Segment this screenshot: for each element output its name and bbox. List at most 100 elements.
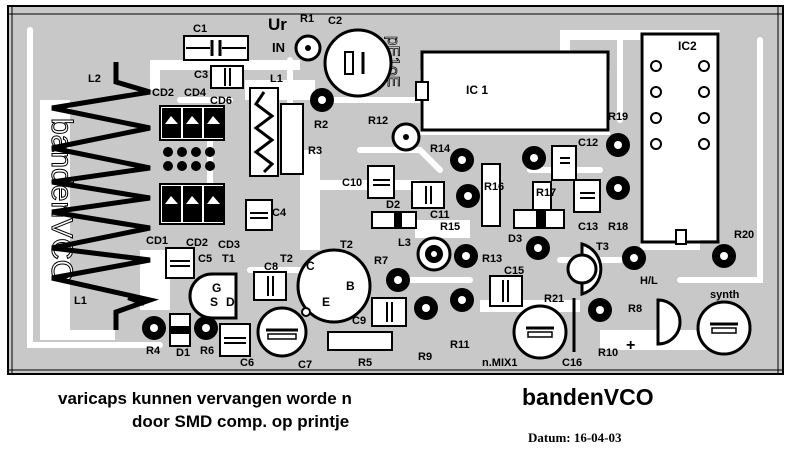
capacitor-c2 bbox=[323, 28, 393, 98]
label-c4: C4 bbox=[272, 207, 287, 219]
ic2 bbox=[640, 32, 720, 245]
label-c7: C7 bbox=[298, 359, 312, 371]
transistor-t2 bbox=[296, 248, 372, 324]
coil-l2 bbox=[51, 62, 160, 330]
label-r6: R6 bbox=[200, 345, 214, 357]
caption-line-2: door SMD comp. op printje bbox=[132, 412, 350, 431]
label-t2: T2 bbox=[340, 239, 353, 251]
label-r10: R10 bbox=[598, 347, 618, 359]
diode-d2 bbox=[371, 211, 417, 229]
resistor-r8 bbox=[656, 298, 682, 346]
label-cd2: CD2 bbox=[186, 237, 208, 249]
label-c5: C5 bbox=[198, 253, 212, 265]
label-d2: D2 bbox=[386, 199, 400, 211]
label-r13: R13 bbox=[482, 253, 502, 265]
label-c15: C15 bbox=[504, 265, 524, 277]
label-c10: C10 bbox=[342, 177, 362, 189]
label-t2b: T2 bbox=[280, 253, 293, 265]
label-r8: R8 bbox=[628, 303, 642, 315]
label-c2: C2 bbox=[328, 15, 342, 27]
label-c13: C13 bbox=[578, 221, 598, 233]
capacitor-c1 bbox=[183, 35, 249, 61]
label-c11: C11 bbox=[430, 209, 450, 221]
varicap-array-top bbox=[159, 105, 225, 141]
label-c3: C3 bbox=[194, 69, 208, 81]
label-ic2: IC2 bbox=[678, 39, 697, 53]
label-c16: C16 bbox=[562, 357, 582, 369]
label-r18: R18 bbox=[608, 221, 628, 233]
label-cd4: CD4 bbox=[184, 87, 207, 99]
capacitor-c7 bbox=[256, 306, 308, 358]
label-r20: R20 bbox=[734, 229, 754, 241]
label-cd2-top: CD2 bbox=[152, 87, 174, 99]
label-e-pin: E bbox=[322, 295, 330, 309]
resistor-r3 bbox=[280, 103, 304, 175]
label-in: IN bbox=[272, 40, 285, 55]
label-r7: R7 bbox=[374, 255, 388, 267]
label-r4: R4 bbox=[146, 345, 161, 357]
capacitor-c4 bbox=[245, 199, 273, 231]
label-d-pin: D bbox=[226, 295, 235, 309]
transistor-t1 bbox=[188, 272, 238, 320]
label-r19: R19 bbox=[608, 111, 628, 123]
capacitor-c10 bbox=[367, 165, 395, 199]
board-title: bandenVCO bbox=[522, 384, 654, 410]
label-hl: H/L bbox=[640, 275, 658, 287]
capacitor-c11 bbox=[411, 181, 445, 209]
capacitor-c13 bbox=[573, 179, 601, 213]
pcb-layout: bandenVCO pE1oE bbox=[7, 5, 784, 375]
label-d3: D3 bbox=[508, 233, 522, 245]
diode-d3 bbox=[513, 209, 565, 229]
capacitor-c9 bbox=[371, 297, 407, 327]
capacitor-c15 bbox=[489, 275, 523, 307]
label-r2: R2 bbox=[314, 119, 328, 131]
label-r9: R9 bbox=[418, 351, 432, 363]
label-c1: C1 bbox=[193, 23, 207, 35]
label-c6: C6 bbox=[240, 357, 254, 369]
label-c-pin: C bbox=[306, 259, 315, 273]
caption-line-1: varicaps kunnen vervangen worde n bbox=[58, 389, 352, 408]
board-date: Datum: 16-04-03 bbox=[528, 430, 622, 445]
connector-synth bbox=[696, 300, 752, 356]
label-cd3: CD3 bbox=[218, 239, 240, 251]
label-l3: L3 bbox=[398, 237, 411, 249]
label-ur: Ur bbox=[268, 15, 287, 34]
label-r3: R3 bbox=[308, 145, 322, 157]
label-l1-top: L1 bbox=[270, 73, 283, 85]
label-l1: L1 bbox=[74, 295, 87, 307]
varicap-array-bottom bbox=[159, 183, 225, 225]
label-c12: C12 bbox=[578, 137, 598, 149]
label-r21: R21 bbox=[544, 293, 564, 305]
label-r11: R11 bbox=[450, 339, 470, 351]
label-r15: R15 bbox=[440, 221, 460, 233]
capacitor-c6 bbox=[219, 323, 251, 357]
label-r17: R17 bbox=[536, 187, 556, 199]
label-t3: T3 bbox=[596, 241, 609, 253]
label-r1: R1 bbox=[300, 13, 314, 25]
inductor-l1 bbox=[249, 87, 279, 177]
label-d1: D1 bbox=[176, 347, 190, 359]
label-t1: T1 bbox=[222, 253, 235, 265]
label-b-pin: B bbox=[346, 279, 355, 293]
label-c9: C9 bbox=[352, 315, 366, 327]
label-ic1: IC 1 bbox=[466, 83, 488, 97]
label-cd1: CD1 bbox=[146, 235, 168, 247]
label-synth: synth bbox=[710, 289, 740, 301]
label-r14: R14 bbox=[430, 143, 451, 155]
ic1 bbox=[415, 50, 610, 132]
connector-nmix1 bbox=[512, 304, 568, 360]
label-l2: L2 bbox=[88, 73, 101, 85]
label-r5: R5 bbox=[358, 357, 372, 369]
label-r16: R16 bbox=[484, 181, 504, 193]
label-r12: R12 bbox=[368, 115, 388, 127]
label-g-pin: G bbox=[212, 281, 221, 295]
resistor-r16 bbox=[481, 163, 501, 227]
label-c8: C8 bbox=[264, 261, 278, 273]
label-s-pin: S bbox=[210, 295, 218, 309]
capacitor-c3 bbox=[210, 65, 244, 89]
pad-grid bbox=[163, 147, 215, 171]
label-nmix1: n.MIX1 bbox=[482, 357, 517, 369]
capacitor-c8 bbox=[253, 271, 287, 301]
resistor-r5 bbox=[327, 331, 393, 351]
label-cd6: CD6 bbox=[210, 95, 232, 107]
